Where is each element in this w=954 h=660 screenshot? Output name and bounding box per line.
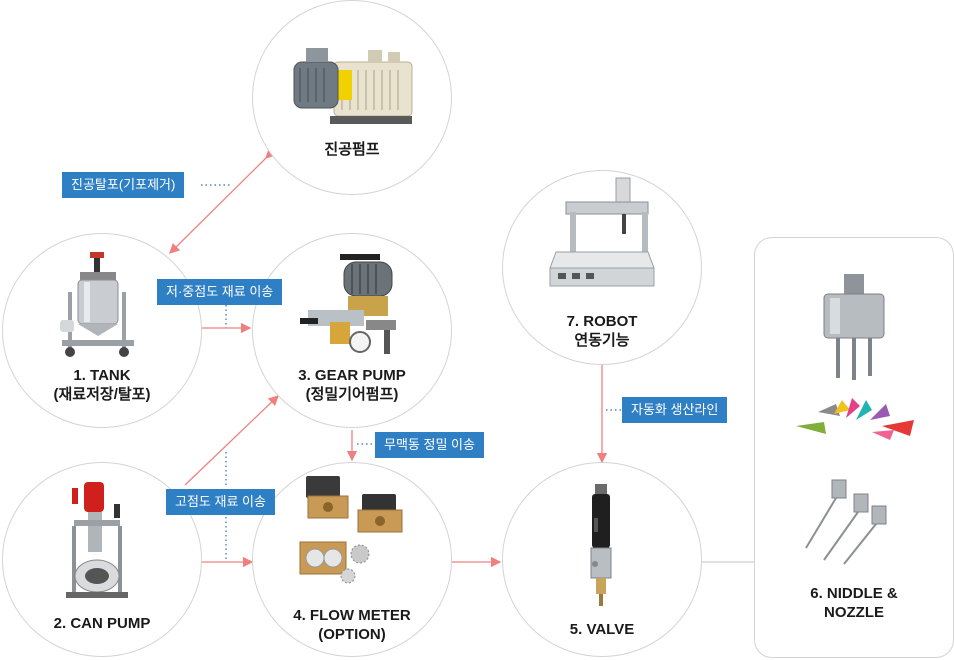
can-pump-image (66, 482, 128, 598)
tank-image (60, 252, 134, 357)
vacuum-pump-label: 진공펌프 (324, 141, 380, 158)
tank-label-line2: (재료저장/탈포) (53, 386, 151, 403)
flow-meter-label-line1: 4. FLOW METER (293, 607, 411, 624)
valve-label: 5. VALVE (569, 621, 635, 638)
valve-image (590, 484, 612, 606)
can-pump-label: 2. CAN PUMP (53, 615, 151, 632)
tag-vacuum-degassing: 진공탈포(기포제거) (62, 172, 185, 198)
needle-valve-body-image (823, 274, 885, 380)
robot-image (549, 177, 655, 287)
tag-low-mid-viscosity: 저·중점도 재료 이송 (157, 279, 283, 305)
tank-label-line1: 1. TANK (73, 367, 131, 384)
nozzle-label-line2: NOZZLE (824, 604, 884, 621)
robot-label-line1: 7. ROBOT (566, 313, 638, 330)
tapered-tips-image (796, 398, 914, 440)
nozzle-label-line1: 6. NIDDLE & (810, 585, 898, 602)
metal-needles-image (805, 479, 887, 565)
tag-automation-line: 자동화 생산라인 (622, 397, 728, 423)
gear-pump-image (300, 254, 396, 354)
vacuum-pump-image (293, 48, 413, 124)
tag-pulseless-transfer: 무맥동 정밀 이송 (375, 432, 484, 458)
arrow-vacuum-tank (169, 147, 277, 254)
robot-label-line2: 연동기능 (574, 332, 630, 349)
arrow-can-gear (184, 395, 279, 486)
flow-meter-image (299, 476, 403, 584)
tag-high-viscosity: 고점도 재료 이송 (166, 489, 275, 515)
flow-meter-label-line2: (OPTION) (318, 626, 386, 643)
node-flow-meter (252, 462, 452, 657)
gear-pump-label-line2: (정밀기어펌프) (305, 386, 399, 403)
gear-pump-label-line1: 3. GEAR PUMP (298, 367, 406, 384)
